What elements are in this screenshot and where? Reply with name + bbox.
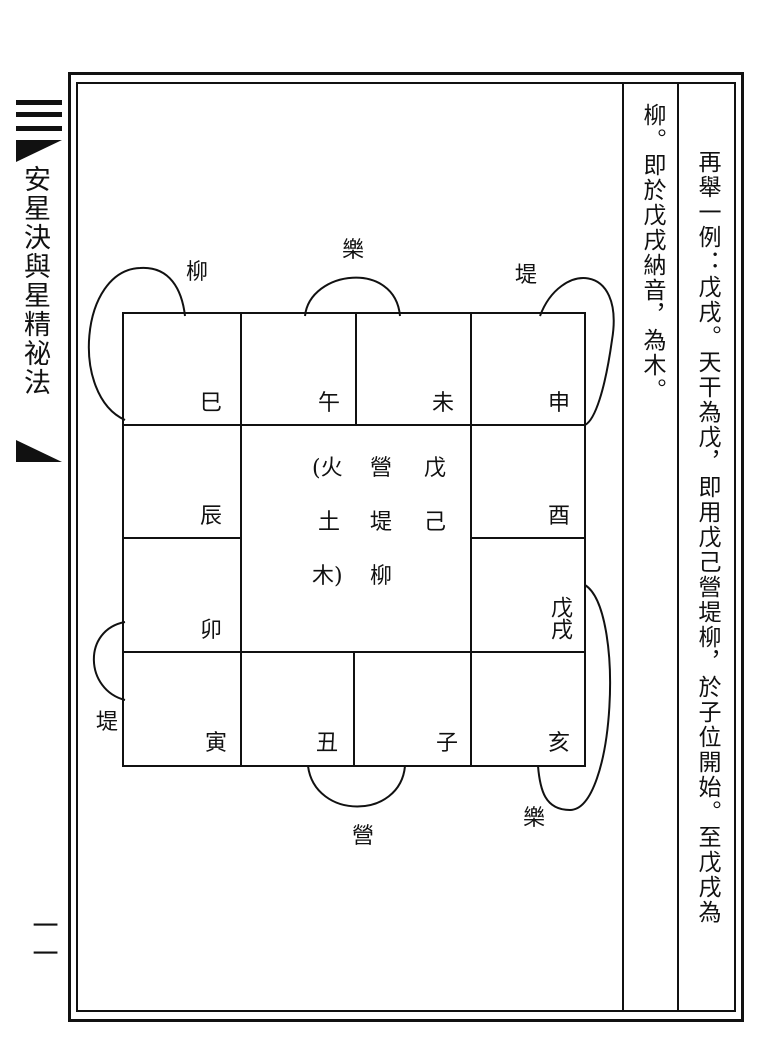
branch-yin: 寅 — [205, 731, 228, 756]
branch-wei: 未 — [432, 391, 455, 416]
loop-top-mid — [304, 276, 401, 317]
loop-right-low — [537, 584, 612, 812]
center-stem-wu: 戊 — [424, 456, 447, 481]
margin-mark-top2 — [16, 112, 62, 117]
loop-bottom-mid — [307, 765, 406, 808]
margin-wedge-top — [16, 140, 62, 162]
center-star-di: 堤 — [370, 510, 393, 535]
branch-hai: 亥 — [548, 731, 571, 756]
center-element-3: 木) — [312, 564, 343, 589]
page-number: 一一 — [28, 912, 58, 968]
branch-chen: 辰 — [200, 504, 223, 529]
outer-label-di-left: 堤 — [96, 710, 119, 735]
branch-mao: 卯 — [200, 618, 223, 643]
body-text-line-2: 柳。即於戊戌納音，為木。 — [639, 103, 665, 403]
margin-mark-top — [16, 100, 62, 105]
outer-label-ying: 營 — [352, 824, 375, 849]
center-stem-ji: 己 — [424, 510, 447, 535]
outer-label-di-top: 堤 — [515, 263, 538, 288]
inner-frame — [76, 82, 736, 1012]
loop-top-left — [87, 266, 186, 421]
outer-label-le-top: 樂 — [342, 238, 365, 263]
outer-frame — [68, 72, 744, 1022]
branch-shen: 申 — [548, 391, 571, 416]
column-divider — [677, 82, 679, 1012]
branch-xu: 戊戌 — [547, 596, 572, 640]
branch-zi: 子 — [436, 731, 459, 756]
loop-left-low — [92, 621, 126, 701]
branch-si: 巳 — [200, 391, 223, 416]
branch-you: 酉 — [548, 504, 571, 529]
outer-label-le-bottom: 樂 — [523, 806, 546, 831]
branch-wu: 午 — [318, 391, 341, 416]
center-element-1: (火 — [312, 456, 343, 481]
body-text-line-1: 再舉一例：戊戌。天干為戊，即用戊己營堤柳，於子位開始。至戊戌為 — [694, 150, 720, 925]
loop-top-right — [539, 277, 615, 426]
center-star-ying: 營 — [370, 456, 393, 481]
margin-book-title: 安星決與星精祕法 — [19, 165, 50, 397]
branch-chou: 丑 — [316, 731, 339, 756]
column-divider — [622, 82, 624, 1012]
outer-label-liu: 柳 — [186, 260, 209, 285]
margin-mark-top3 — [16, 126, 62, 131]
center-element-2: 土 — [318, 510, 341, 535]
margin-wedge-bottom — [16, 440, 62, 462]
center-star-liu: 柳 — [370, 564, 393, 589]
